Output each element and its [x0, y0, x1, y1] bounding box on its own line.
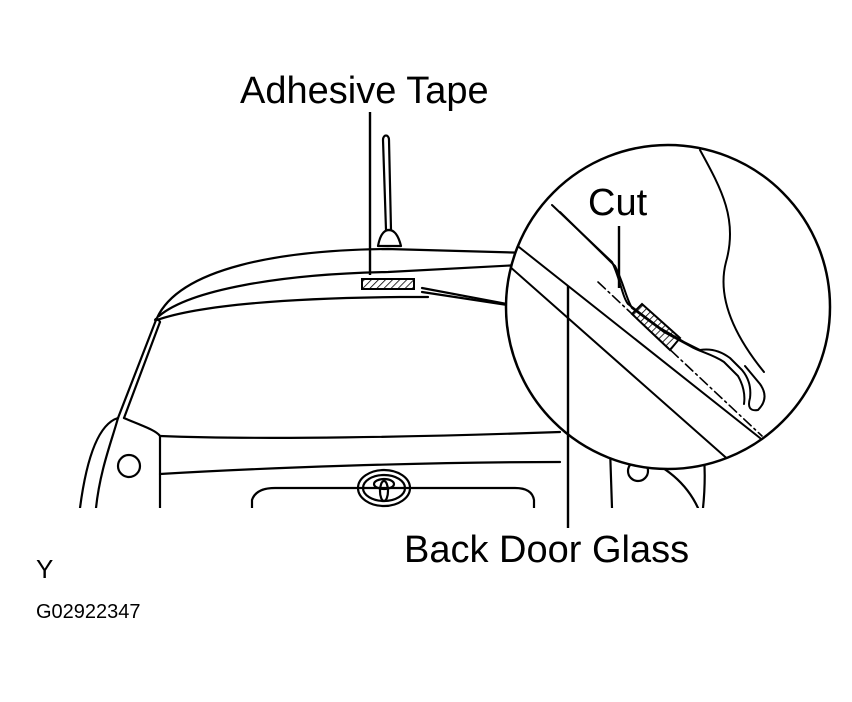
hatched-tape-icon [361, 278, 415, 290]
left-lamp [116, 453, 142, 479]
spoiler-profile [551, 204, 766, 412]
glass-edge-lower [506, 257, 741, 469]
toyota-emblem-icon [356, 468, 412, 508]
spoiler-inner [559, 211, 746, 405]
outer-trim [699, 149, 765, 373]
antenna [376, 134, 403, 248]
roof-spoiler [153, 247, 532, 324]
magnifier-leader [420, 286, 520, 314]
cut-label: Cut [588, 182, 648, 224]
figure-code: G02922347 [36, 601, 141, 623]
glass-edge-upper [506, 231, 761, 439]
view-letter: Y [36, 554, 54, 584]
back-door-glass-label: Back Door Glass [404, 529, 690, 571]
hatched-tape-icon [630, 302, 682, 352]
magnified-detail [504, 143, 832, 528]
center-line [597, 281, 763, 437]
adhesive-tape-label: Adhesive Tape [240, 70, 489, 112]
